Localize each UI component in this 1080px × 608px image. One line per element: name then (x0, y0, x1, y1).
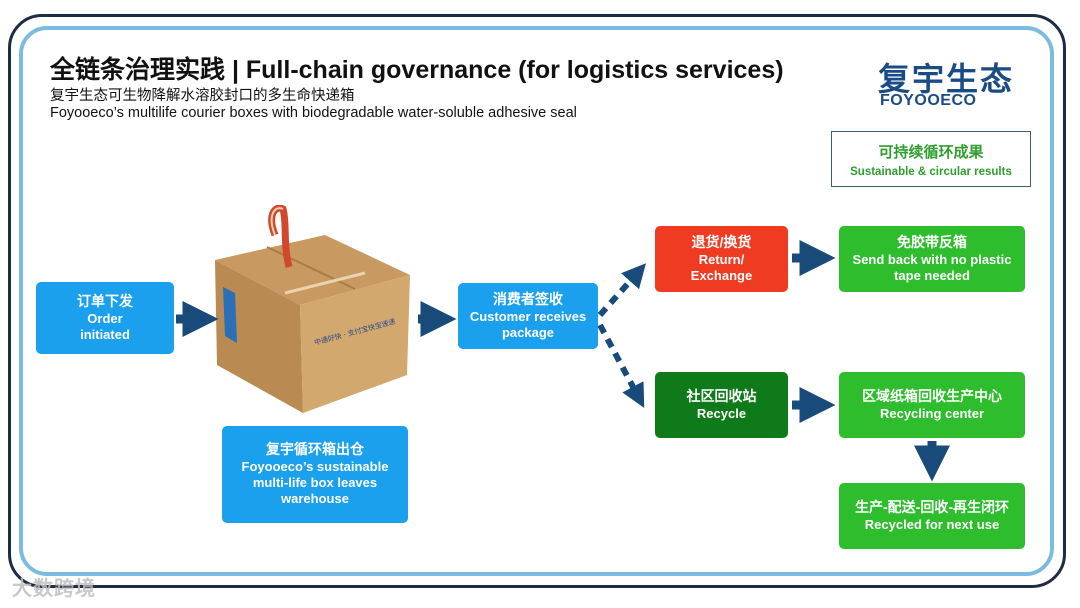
subtitle-english: Foyooeco’s multilife courier boxes with … (50, 105, 577, 121)
logo-english-text: FOYOOECO (880, 92, 977, 109)
node-order-en: Order initiated (80, 310, 130, 342)
node-recycling-center: 区域纸箱回收生产中心 Recycling center (839, 372, 1025, 438)
node-reuse-en: Recycled for next use (864, 516, 1000, 532)
node-warehouse-en: Foyooeco’s sustainable multi-life box le… (241, 458, 389, 507)
node-return-exchange: 退货/换货 Return/ Exchange (655, 226, 788, 292)
node-sendback-en: Send back with no plastic tape needed (852, 251, 1012, 283)
logo-chinese: 复宇生态 (878, 61, 1015, 97)
results-title-cn: 可持续循环成果 (878, 144, 984, 161)
node-box-leaves-warehouse: 复宇循环箱出仓 Foyooeco’s sustainable multi-lif… (222, 426, 408, 523)
node-send-back: 免胶带反箱 Send back with no plastic tape nee… (839, 226, 1025, 292)
node-customer-en: Customer receives package (469, 308, 587, 340)
results-legend-box: 可持续循环成果 Sustainable & circular results (831, 131, 1031, 187)
node-warehouse-cn: 复宇循环箱出仓 (266, 441, 364, 458)
courier-box-image: 中通好快 · 支付宝快宝速递 (215, 205, 410, 413)
box-blue-label (223, 287, 237, 343)
outer-frame (8, 14, 1066, 588)
node-order-initiated: 订单下发 Order initiated (36, 282, 174, 354)
box-pull-tab-highlight (270, 207, 284, 236)
box-seam (266, 246, 356, 290)
box-tape-strip (284, 271, 366, 295)
node-recycle-en: Recycle (696, 405, 747, 421)
node-customer-receives: 消费者签收 Customer receives package (458, 283, 598, 349)
node-return-en: Return/ Exchange (690, 251, 753, 283)
node-order-cn: 订单下发 (77, 293, 133, 309)
node-center-en: Recycling center (879, 405, 985, 421)
node-reuse-cn: 生产-配送-回收-再生闭环 (855, 499, 1009, 516)
box-top-face (215, 235, 410, 305)
results-title-en: Sustainable & circular results (850, 166, 1012, 178)
node-center-cn: 区域纸箱回收生产中心 (862, 388, 1002, 405)
node-community-recycle: 社区回收站 Recycle (655, 372, 788, 438)
node-sendback-cn: 免胶带反箱 (897, 234, 967, 250)
node-customer-cn: 消费者签收 (493, 291, 563, 307)
logo-english: FOYOOECO (880, 92, 976, 110)
node-recycle-cn: 社区回收站 (686, 388, 757, 405)
node-recycled-next-use: 生产-配送-回收-再生闭环 Recycled for next use (839, 483, 1025, 549)
watermark: 大数跨境 (12, 578, 96, 600)
node-return-cn: 退货/换货 (691, 234, 752, 250)
inner-frame (19, 26, 1054, 576)
box-left-face (215, 260, 303, 413)
page-title: 全链条治理实践 | Full-chain governance (for log… (50, 56, 784, 84)
subtitle-chinese: 复宇生态可生物降解水溶胶封口的多生命快递箱 (50, 88, 355, 104)
box-right-face (300, 275, 410, 413)
